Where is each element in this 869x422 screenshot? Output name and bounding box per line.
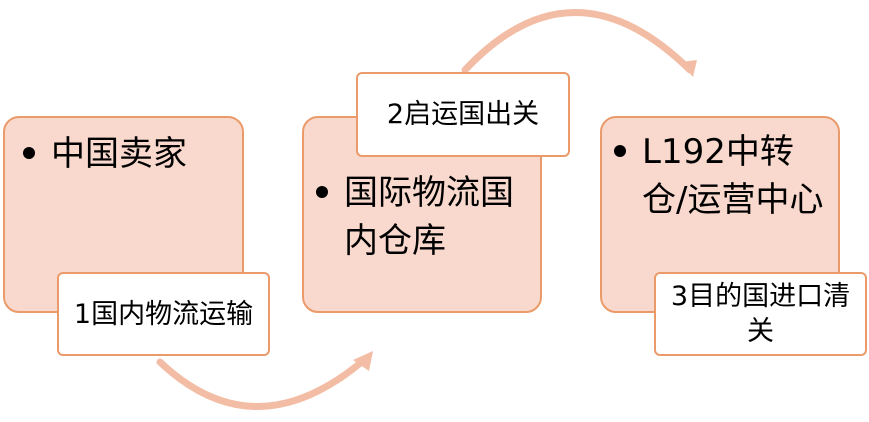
step-label-import-clearance: 3目的国进口清关 xyxy=(654,272,867,356)
step-label-text: 3目的国进口清关 xyxy=(670,281,851,347)
stage-bullet-item: 国际物流国内仓库 xyxy=(310,169,532,265)
step-label-domestic-transport: 1国内物流运输 xyxy=(57,272,270,356)
step-label-export-clearance: 2启运国出关 xyxy=(356,72,570,157)
arrowhead-2 xyxy=(680,60,697,77)
bullet-dot xyxy=(316,186,328,198)
bullet-dot xyxy=(614,145,626,157)
arrowhead-1 xyxy=(353,351,373,371)
stage-text: L192中转仓/运营中心 xyxy=(642,132,824,220)
stage-bullet-item: L192中转仓/运营中心 xyxy=(608,128,834,224)
stage-bullet-item: 中国卖家 xyxy=(17,130,234,178)
stage-text: 中国卖家 xyxy=(51,134,187,174)
arrow-1-to-2 xyxy=(156,356,368,410)
bullet-dot xyxy=(23,147,35,159)
step-label-text: 1国内物流运输 xyxy=(73,298,254,330)
stage-text: 国际物流国内仓库 xyxy=(344,173,514,261)
step-label-text: 2启运国出关 xyxy=(386,99,540,130)
arrow-2-to-3 xyxy=(461,9,694,74)
